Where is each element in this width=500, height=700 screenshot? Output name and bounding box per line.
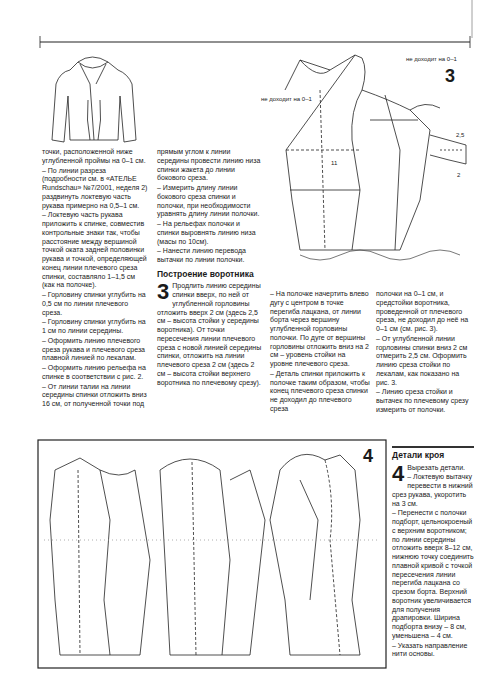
section-heading: Детали кроя bbox=[392, 446, 474, 461]
body-text: – Деталь спинки приложить к полочке таки… bbox=[270, 370, 370, 414]
body-text: Вырезать детали. bbox=[392, 464, 474, 473]
body-text: – На полочке начертить влево дугу с цент… bbox=[270, 290, 370, 369]
body-text: – От углубленной линии горловины спинки … bbox=[376, 335, 472, 388]
text-column: Детали кроя 4Вырезать детали.– Локтевую в… bbox=[392, 446, 474, 660]
step-number: 4 bbox=[392, 464, 404, 484]
body-text: – Горловину спинки углубить на 1 см по л… bbox=[42, 318, 148, 336]
body-text: – Линию среза стойки и вытачек по плечев… bbox=[376, 388, 472, 414]
body-text: – На рельефах полочки и спинки выровнять… bbox=[157, 220, 263, 246]
body-text: – Указать направление нити основы. bbox=[392, 642, 474, 660]
body-text: – От линии талии на линии середины спинк… bbox=[42, 383, 148, 409]
dimension-label: не доходит на 0–1 bbox=[405, 56, 458, 62]
dimension-label: 2 bbox=[456, 172, 461, 178]
body-text: – Перенести с полочки подборт, цельнокро… bbox=[392, 509, 474, 640]
body-text: – Нанести линию перевода вытачки по лини… bbox=[157, 247, 263, 265]
body-text: Продлить линию середины спинки вверх, по… bbox=[157, 282, 263, 387]
step-number: 3 bbox=[157, 282, 169, 302]
text-column: точки, расположенной ниже углубленной пр… bbox=[42, 148, 148, 410]
figure-number: 4 bbox=[362, 446, 374, 467]
body-text: – Локтевую часть рукава приложить к спин… bbox=[42, 211, 148, 290]
text-column: прямым углом к линии середины провести л… bbox=[157, 148, 263, 388]
body-text: – Измерить длину линии бокового среза сп… bbox=[157, 184, 263, 219]
dimension-label: 2,5 bbox=[455, 132, 465, 138]
dimension-label: 11 bbox=[330, 160, 338, 166]
body-text: полочки на 0–1 см, и средстойки воротник… bbox=[376, 290, 472, 334]
body-text: – По линии разреза (подробности см. в «А… bbox=[42, 167, 148, 211]
body-text: – Оформить линию рельефа на спинке в соо… bbox=[42, 364, 148, 382]
section-heading: Построение воротника bbox=[157, 269, 263, 280]
body-text: точки, расположенной ниже углубленной пр… bbox=[42, 148, 148, 166]
body-text: – Горловину спинки углубить на 0,5 см по… bbox=[42, 291, 148, 317]
figure-number: 3 bbox=[444, 66, 456, 87]
body-text: – Оформить линию плечевого среза рукава … bbox=[42, 337, 148, 363]
body-text: – Локтевую вытачку перевести в нижний ср… bbox=[392, 473, 474, 508]
text-column: полочки на 0–1 см, и средстойки воротник… bbox=[376, 290, 472, 416]
body-text: прямым углом к линии середины провести л… bbox=[157, 148, 263, 183]
dimension-label: не доходит на 0–1 bbox=[260, 96, 313, 102]
text-column: – На полочке начертить влево дугу с цент… bbox=[270, 290, 370, 415]
